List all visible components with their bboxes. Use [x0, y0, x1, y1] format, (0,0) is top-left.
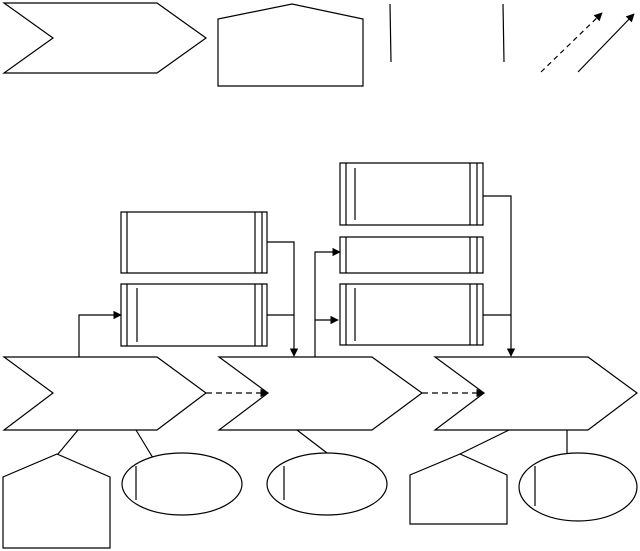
legend-solid-arrow — [578, 13, 635, 72]
connector-box3-to-step3 — [483, 196, 516, 357]
customer-house-right — [410, 454, 507, 524]
legend-bar-left — [390, 4, 391, 62]
data-box-4 — [340, 237, 483, 273]
connector-step1-to-box2 — [79, 310, 122, 357]
supplier-house-left — [3, 454, 110, 548]
connector-step1-to-house — [58, 430, 78, 454]
data-box-3 — [340, 163, 483, 225]
data-box-5 — [340, 284, 483, 345]
ellipse-node-3 — [519, 453, 637, 521]
connector-step2-to-box4 — [315, 247, 341, 357]
legend-bar-right — [503, 4, 504, 62]
process-step-1 — [4, 357, 206, 430]
connector-step3-to-house — [460, 430, 509, 454]
legend-house — [218, 4, 363, 86]
data-box-1 — [121, 212, 267, 273]
legend-dashed-arrow — [541, 12, 603, 72]
ellipse-node-2 — [267, 453, 387, 515]
connector-step1-to-ellipse1 — [136, 430, 153, 458]
ellipse-node-1 — [122, 453, 242, 515]
data-box-2 — [121, 284, 267, 346]
connector-step2-to-ellipse2 — [297, 430, 327, 453]
connector-box1-to-step2 — [267, 242, 299, 357]
legend-chevron — [4, 3, 206, 73]
